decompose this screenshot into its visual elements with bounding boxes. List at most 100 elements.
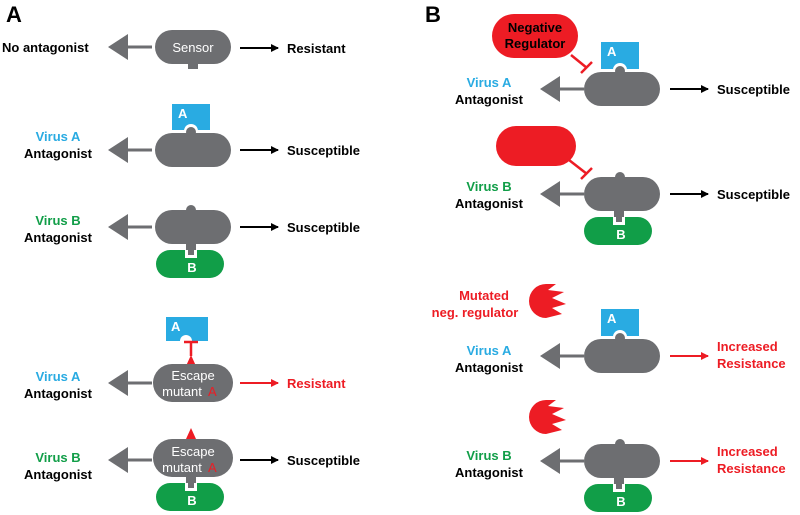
sensor-triangle (540, 76, 560, 102)
virus-a-label: Virus A (36, 369, 81, 384)
panel-b-label: B (425, 2, 441, 27)
virus-b-label: Virus B (35, 213, 80, 228)
virus-a-label: Virus A (467, 75, 512, 90)
antagonist-label: Antagonist (455, 196, 524, 211)
sensor-linker (126, 148, 152, 152)
sensor-triangle (540, 448, 560, 474)
outcome-resistant: Resistant (287, 376, 346, 391)
outcome-resistance: Resistance (717, 461, 786, 476)
escape-label: Escape (171, 368, 214, 383)
inhibition-line (568, 159, 588, 175)
row-b3: Mutated neg. regulator Virus A Antagonis… (432, 284, 786, 375)
sensor-linker (558, 354, 584, 358)
outcome-resistance: Resistance (717, 356, 786, 371)
outcome-susceptible: Susceptible (287, 453, 360, 468)
escape-mutant-sensor (153, 439, 233, 477)
escape-mutation-spike (186, 428, 196, 439)
negative-regulator (492, 14, 578, 58)
antagonist-label: Antagonist (455, 360, 524, 375)
row-a4: Virus A Antagonist A Escape mutant A Res… (24, 317, 346, 402)
sensor-triangle (540, 343, 560, 369)
sensor-tab (614, 209, 624, 219)
virus-b-antagonist (156, 250, 224, 278)
antagonist-label: Antagonist (455, 92, 524, 107)
sensor-body (155, 133, 231, 167)
antagonist-label: Antagonist (24, 386, 93, 401)
negative-regulator (496, 126, 576, 166)
virus-a-antagonist-label: A (171, 319, 181, 334)
antagonist-label: Antagonist (24, 467, 93, 482)
mutated-negative-regulator (529, 284, 566, 318)
sensor-knob (186, 127, 196, 137)
sensor-linker (558, 87, 584, 91)
antagonist-label: Antagonist (24, 230, 93, 245)
virus-b-label: Virus B (35, 450, 80, 465)
virus-b-antagonist-label: B (187, 260, 196, 275)
antagonist-label: Antagonist (24, 146, 93, 161)
row-b2: Virus B Antagonist B Susceptible (455, 126, 790, 245)
antagonist-label: Antagonist (455, 465, 524, 480)
mutant-a-label: A (208, 384, 217, 399)
outcome-susceptible: Susceptible (287, 143, 360, 158)
mutant-label: mutant (162, 460, 202, 475)
row-a1: No antagonist Sensor Resistant (2, 30, 346, 69)
escape-label: Escape (171, 444, 214, 459)
panel-a-label: A (6, 2, 22, 27)
negative-label: Negative (508, 20, 562, 35)
sensor-linker (558, 192, 584, 196)
virus-b-label: Virus B (466, 179, 511, 194)
inhibition-bar (580, 61, 593, 74)
sensor-body (584, 339, 660, 373)
sensor-body (584, 72, 660, 106)
sensor-tab (186, 242, 196, 252)
virus-b-antagonist (584, 484, 652, 512)
virus-a-label: Virus A (467, 343, 512, 358)
sensor-knob (615, 333, 625, 343)
sensor-body (155, 30, 231, 64)
outcome-increased: Increased (717, 339, 778, 354)
sensor-linker (126, 381, 152, 385)
sensor-triangle (108, 447, 128, 473)
mutant-a-label: A (208, 460, 217, 475)
virus-b-antagonist-label: B (187, 493, 196, 508)
sensor-protein: Sensor (108, 30, 231, 69)
virus-a-antagonist-label: A (607, 311, 617, 326)
sensor-triangle (540, 181, 560, 207)
virus-a-antagonist-label: A (178, 106, 188, 121)
row-a3: Virus B Antagonist B Susceptible (24, 205, 360, 278)
row-b4: Virus B Antagonist B Increased Resistanc… (455, 400, 786, 512)
inhibition-line (570, 54, 588, 69)
outcome-increased: Increased (717, 444, 778, 459)
no-antagonist-label: No antagonist (2, 40, 89, 55)
virus-b-antagonist (584, 217, 652, 245)
mutated-negative-regulator (529, 400, 566, 434)
sensor-triangle (108, 214, 128, 240)
outcome-resistant: Resistant (287, 41, 346, 56)
escape-mutation-spike (186, 355, 196, 366)
neg-regulator-label: neg. regulator (432, 305, 519, 320)
sensor-linker (126, 45, 152, 49)
sensor-triangle (108, 34, 128, 60)
sensor-label: Sensor (172, 40, 214, 55)
sensor-linker (126, 225, 152, 229)
regulator-label: Regulator (505, 36, 566, 51)
outcome-susceptible: Susceptible (287, 220, 360, 235)
row-b1: Negative Regulator Virus A Antagonist A … (455, 14, 790, 107)
sensor-tab (614, 476, 624, 486)
sensor-body (584, 177, 660, 211)
escape-mutant-sensor (153, 364, 233, 402)
virus-a-antagonist-label: A (607, 44, 617, 59)
inhibition-bar (580, 167, 593, 180)
virus-b-antagonist-label: B (616, 494, 625, 509)
sensor-tab (188, 62, 198, 69)
sensor-linker (126, 458, 152, 462)
mutated-label: Mutated (459, 288, 509, 303)
sensor-triangle (108, 370, 128, 396)
virus-b-antagonist (156, 483, 224, 511)
sensor-tab-inner (616, 484, 622, 489)
outcome-susceptible: Susceptible (717, 187, 790, 202)
outcome-susceptible: Susceptible (717, 82, 790, 97)
virus-b-antagonist-label: B (616, 227, 625, 242)
virus-b-label: Virus B (466, 448, 511, 463)
